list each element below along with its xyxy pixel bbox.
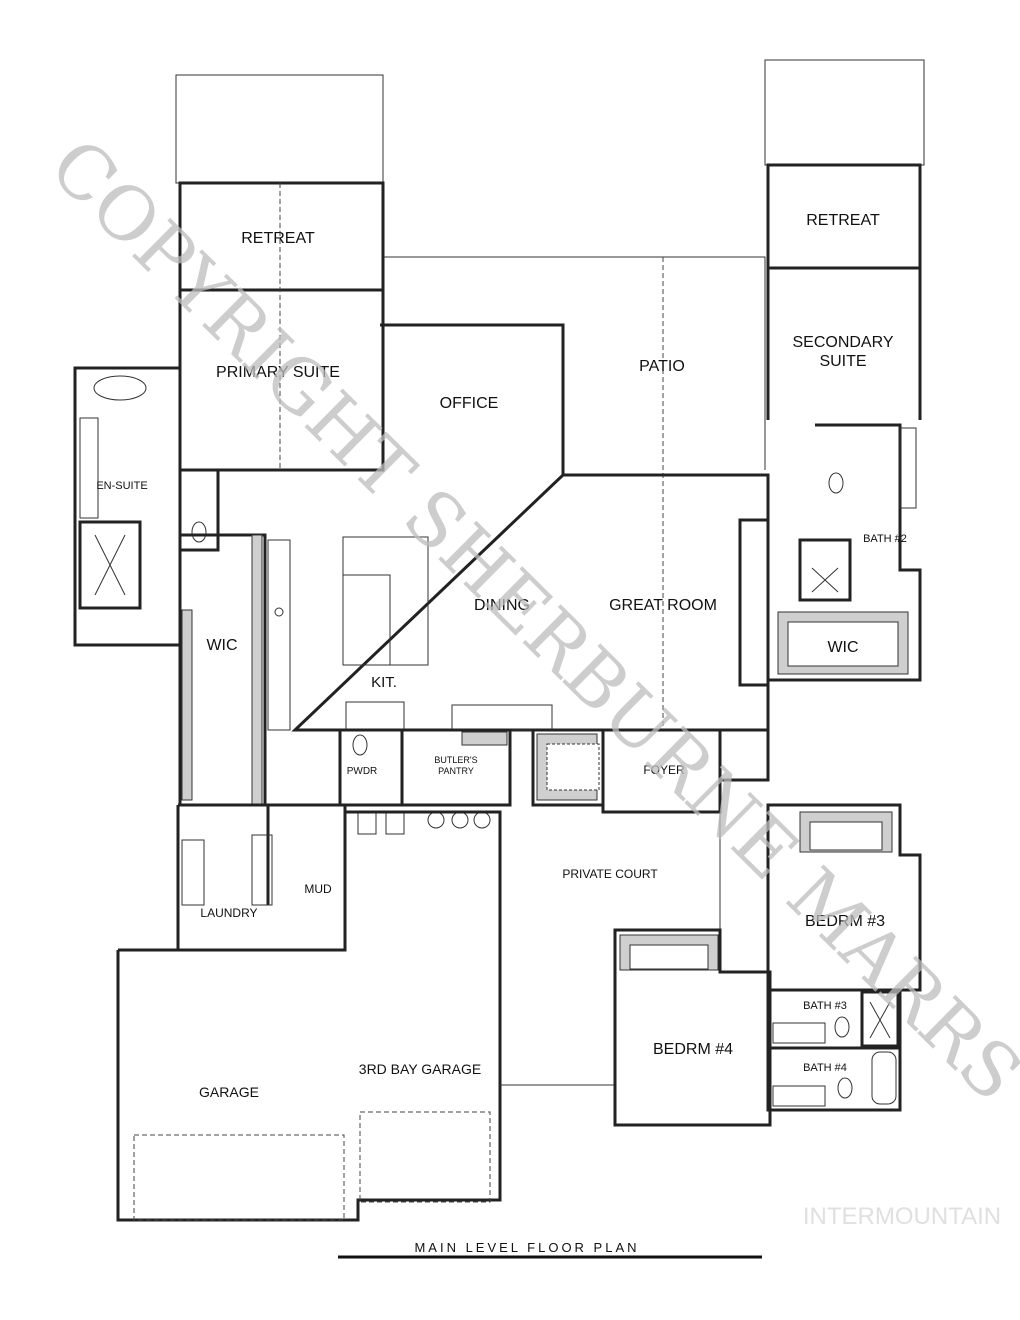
fireplace	[738, 518, 770, 687]
label-secondary-suite-2: SUITE	[819, 353, 866, 370]
label-foyer: FOYER	[643, 763, 685, 777]
label-dining: DINING	[474, 597, 530, 614]
garage-door-2	[359, 1111, 491, 1203]
bath4-room	[766, 1046, 902, 1112]
covered-area-right	[764, 59, 925, 166]
retreat-right-room	[766, 163, 922, 270]
closet-floor	[629, 944, 709, 970]
toilet-icon	[834, 1016, 850, 1038]
laundry-counter	[181, 839, 205, 906]
label-kitchen: KIT.	[371, 674, 397, 691]
label-bath2: BATH #2	[863, 533, 907, 545]
range	[345, 701, 405, 731]
label-mud: MUD	[304, 882, 332, 896]
label-laundry: LAUNDRY	[200, 906, 257, 920]
butlers-pantry-room	[400, 728, 512, 807]
label-retreat-left: RETREAT	[241, 230, 315, 247]
shower-x-icon	[869, 1001, 891, 1039]
shower-right	[798, 538, 852, 602]
label-secondary-suite: SECONDARY	[792, 334, 893, 351]
toilet-room	[178, 468, 220, 552]
label-private-court: PRIVATE COURT	[562, 867, 658, 881]
label-office: OFFICE	[440, 395, 499, 412]
island-counter	[343, 574, 391, 665]
appliance	[385, 811, 405, 835]
label-bedroom4: BEDRM #4	[653, 1041, 733, 1058]
laundry-counter	[251, 834, 273, 906]
label-bedroom3: BEDRM #3	[805, 913, 885, 930]
kitchen-counter	[267, 539, 291, 731]
label-primary-suite: PRIMARY SUITE	[216, 364, 340, 381]
label-garage: GARAGE	[199, 1084, 259, 1100]
appliance-icon	[427, 811, 445, 829]
appliance-icon	[473, 811, 491, 829]
label-patio: PATIO	[639, 358, 685, 375]
toilet-icon	[828, 472, 844, 494]
shower-x-icon	[811, 567, 839, 593]
label-powder: PWDR	[347, 766, 378, 777]
wic-right-floor	[787, 621, 899, 667]
label-great-room: GREAT ROOM	[609, 597, 717, 614]
toilet-icon	[352, 734, 368, 756]
label-bath4: BATH #4	[803, 1062, 847, 1074]
shower	[78, 520, 142, 610]
closet-floor	[809, 821, 883, 851]
appliance-icon	[451, 811, 469, 829]
label-wic-left: WIC	[206, 637, 237, 654]
closet-floor	[546, 743, 600, 791]
toilet-icon	[837, 1077, 853, 1099]
vanity	[79, 417, 99, 519]
en-suite-room	[73, 366, 182, 647]
shelving	[251, 534, 263, 806]
office-room	[380, 323, 565, 475]
vanity	[772, 1022, 826, 1044]
kitchen-island	[342, 536, 429, 666]
plan-title: MAIN LEVEL FLOOR PLAN	[414, 1240, 639, 1255]
label-butlers-pantry-2: PANTRY	[438, 766, 474, 776]
shower-bath3	[860, 990, 900, 1048]
label-third-bay-garage: 3RD BAY GARAGE	[359, 1061, 481, 1077]
brand-watermark: INTERMOUNTAIN	[803, 1203, 1001, 1230]
retreat-left-room	[178, 181, 385, 292]
appliance	[357, 811, 377, 835]
label-butlers-pantry: BUTLER'S	[434, 755, 477, 765]
label-en-suite: EN-SUITE	[96, 480, 147, 492]
patio-outline	[383, 256, 766, 470]
bathtub-icon	[871, 1051, 897, 1105]
pantry-shelf	[461, 731, 508, 746]
label-retreat-right: RETREAT	[806, 212, 880, 229]
cooktop-icon	[274, 607, 284, 617]
toilet-icon	[191, 521, 207, 543]
shower-x-icon	[94, 534, 126, 596]
sideboard	[451, 704, 553, 731]
covered-area-left	[175, 74, 384, 184]
shelving	[181, 609, 193, 801]
private-court-outline	[500, 812, 721, 1086]
bedroom4-room	[613, 928, 772, 1127]
label-bath3: BATH #3	[803, 1000, 847, 1012]
foyer-closet	[718, 728, 770, 782]
laundry-mud-room	[176, 803, 347, 950]
bathtub-icon	[93, 375, 147, 401]
secondary-suite-room	[766, 268, 922, 420]
garage-room	[116, 810, 502, 1222]
label-wic-right: WIC	[827, 639, 858, 656]
vanity	[772, 1085, 826, 1107]
vanity-bath2	[899, 427, 917, 509]
garage-door-1	[133, 1134, 345, 1221]
